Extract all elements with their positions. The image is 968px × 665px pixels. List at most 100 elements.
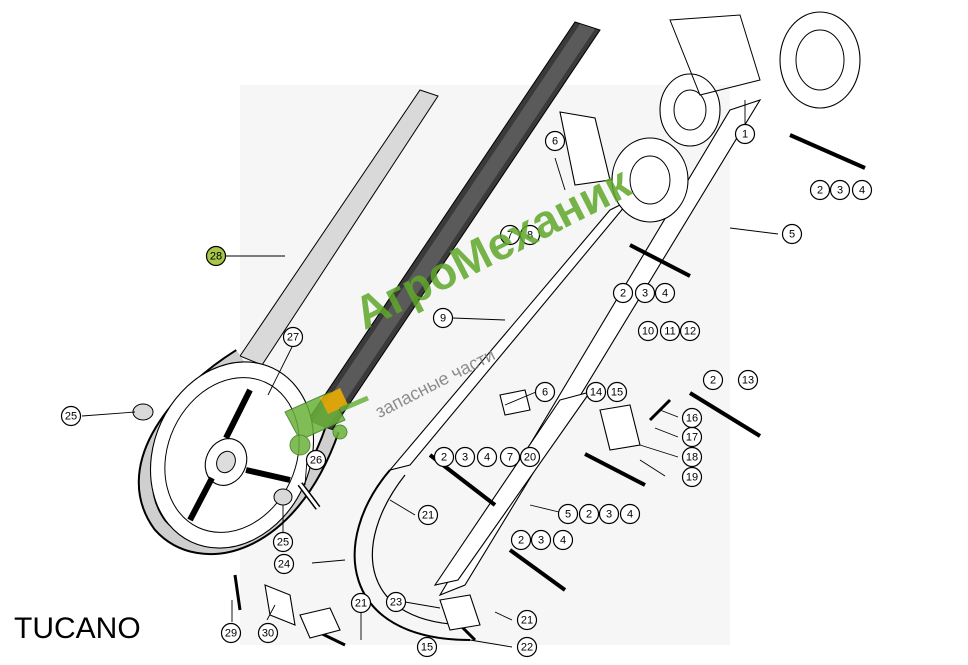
callout-number: 7 <box>507 452 513 464</box>
callout-number: 6 <box>552 136 558 148</box>
pulley-wheel <box>149 361 315 549</box>
callout-circle <box>681 446 703 468</box>
callout-8: 8 <box>519 224 541 246</box>
callout-4: 4 <box>476 446 498 468</box>
callout-number: 3 <box>538 535 544 547</box>
callout-2: 2 <box>702 369 724 391</box>
callout-number: 19 <box>686 472 698 484</box>
callout-16: 16 <box>681 407 703 429</box>
callout-circle <box>272 531 294 553</box>
callout-number: 21 <box>422 510 434 522</box>
callout-circle <box>516 636 538 658</box>
callout-20: 20 <box>519 446 541 468</box>
callout-4: 4 <box>851 179 873 201</box>
callout-number: 2 <box>518 535 524 547</box>
callout-3: 3 <box>530 529 552 551</box>
callout-12: 12 <box>679 320 701 342</box>
callout-number: 3 <box>606 509 612 521</box>
callout-7: 7 <box>499 224 521 246</box>
model-label: TUCANO <box>14 612 141 645</box>
callout-circle <box>205 245 227 267</box>
callout-number: 21 <box>355 598 367 610</box>
callout-circle <box>433 446 455 468</box>
callout-circle <box>282 326 304 348</box>
callout-number: 2 <box>586 509 592 521</box>
callout-circle <box>417 504 439 526</box>
drive-belt <box>137 21 601 555</box>
callout-28: 28 <box>205 245 227 267</box>
callout-15: 15 <box>606 381 628 403</box>
callout-29: 29 <box>220 622 242 644</box>
callout-circle <box>220 622 242 644</box>
callout-circle <box>606 381 628 403</box>
callout-3: 3 <box>454 446 476 468</box>
callout-circle <box>350 592 372 614</box>
callout-number: 4 <box>484 452 490 464</box>
callout-circle <box>454 446 476 468</box>
callout-number: 22 <box>521 642 533 654</box>
pin-26 <box>297 482 321 510</box>
callout-24: 24 <box>273 553 295 575</box>
callout-7: 7 <box>499 446 521 468</box>
callout-14: 14 <box>585 381 607 403</box>
callout-number: 25 <box>65 411 77 423</box>
callout-2: 2 <box>510 529 532 551</box>
callout-21: 21 <box>417 504 439 526</box>
callout-number: 30 <box>262 628 274 640</box>
callout-25: 25 <box>60 405 82 427</box>
callout-22: 22 <box>516 636 538 658</box>
callout-circle <box>585 381 607 403</box>
gauge-wheel-top <box>659 11 861 147</box>
callout-number: 21 <box>521 615 533 627</box>
callout-19: 19 <box>681 466 703 488</box>
callout-number: 1 <box>742 129 748 141</box>
callout-10: 10 <box>637 320 659 342</box>
callout-4: 4 <box>619 503 641 525</box>
callout-4: 4 <box>654 282 676 304</box>
callout-circle <box>637 320 659 342</box>
callout-circle <box>510 529 532 551</box>
callout-circle <box>385 591 407 613</box>
callout-26: 26 <box>305 449 327 471</box>
callout-circle <box>499 446 521 468</box>
callout-number: 3 <box>462 452 468 464</box>
callout-circle <box>598 503 620 525</box>
callout-number: 9 <box>440 313 446 325</box>
callout-number: 2 <box>620 288 626 300</box>
brackets <box>264 389 641 639</box>
callout-6: 6 <box>534 381 556 403</box>
callout-circle <box>257 622 279 644</box>
callout-circle <box>578 503 600 525</box>
leader-lines <box>81 100 779 648</box>
callout-number: 5 <box>565 509 571 521</box>
callout-number: 24 <box>278 559 290 571</box>
callout-circle <box>737 369 759 391</box>
callout-number: 15 <box>611 387 623 399</box>
callout-circle <box>634 282 656 304</box>
callout-3: 3 <box>598 503 620 525</box>
callout-4: 4 <box>552 529 574 551</box>
callout-circle <box>681 426 703 448</box>
mount-plate-6 <box>559 111 611 186</box>
callout-number: 28 <box>210 251 222 263</box>
callout-2: 2 <box>809 179 831 201</box>
callout-2: 2 <box>578 503 600 525</box>
callout-circle <box>499 224 521 246</box>
callout-30: 30 <box>257 622 279 644</box>
callout-number: 20 <box>524 452 536 464</box>
callout-circle <box>305 449 327 471</box>
callout-circle <box>681 466 703 488</box>
callout-3: 3 <box>634 282 656 304</box>
callout-number: 4 <box>627 509 633 521</box>
callout-number: 2 <box>710 375 716 387</box>
callout-number: 3 <box>837 185 843 197</box>
callout-2: 2 <box>612 282 634 304</box>
callout-21: 21 <box>516 609 538 631</box>
callout-number: 15 <box>421 642 433 654</box>
callout-circle <box>432 307 454 329</box>
callout-number: 6 <box>542 387 548 399</box>
callout-number: 7 <box>507 230 513 242</box>
callout-number: 5 <box>789 229 795 241</box>
